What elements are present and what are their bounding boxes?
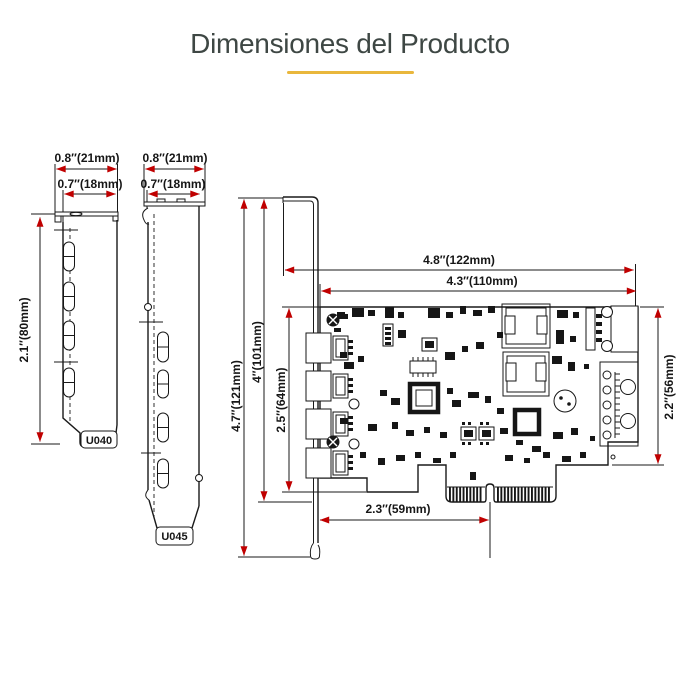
pcie-edge-connector bbox=[447, 486, 553, 502]
lp-bracket-model-label: U040 bbox=[86, 435, 112, 447]
dim-label-port-section-height: 2.5″(64mm) bbox=[274, 367, 288, 432]
lp-bracket-slots bbox=[63, 241, 75, 398]
dim-label-fh-width-outer: 0.8″(21mm) bbox=[142, 151, 207, 165]
screw-mark-top bbox=[326, 313, 348, 327]
dim-label-card-total-width: 4.8″(122mm) bbox=[423, 253, 495, 267]
page-title: Dimensiones del Producto bbox=[190, 28, 510, 59]
components bbox=[326, 303, 639, 480]
dim-label-total-height: 4″(101mm) bbox=[250, 321, 264, 383]
dim-label-right-edge-height: 2.2″(56mm) bbox=[662, 354, 676, 419]
card-figure: 4.8″(122mm) 4.3″(110mm) 4.7″(121mm) 4″(1… bbox=[229, 196, 676, 560]
top-right-header bbox=[585, 305, 639, 353]
usb-port-2 bbox=[305, 370, 353, 402]
fh-bracket-model-label: U045 bbox=[161, 531, 187, 543]
full-height-bracket-outline: U045 bbox=[139, 198, 206, 546]
title-block: Dimensiones del Producto bbox=[0, 28, 700, 74]
pin-header bbox=[382, 323, 394, 347]
low-profile-bracket-figure: 0.8″(21mm) 0.7″(18mm) 2.1″(80mm) bbox=[17, 151, 123, 449]
dim-label-edge-connector-offset: 2.3″(59mm) bbox=[365, 502, 430, 516]
crystal-oscillator bbox=[553, 389, 577, 413]
low-profile-bracket-outline: U040 bbox=[54, 211, 119, 449]
usb-port-4 bbox=[305, 447, 353, 479]
dim-label-bracket-height: 4.7″(121mm) bbox=[229, 360, 243, 432]
board-hole bbox=[348, 438, 360, 450]
board-hole bbox=[348, 398, 360, 410]
dim-label-card-board-width: 4.3″(110mm) bbox=[446, 274, 517, 288]
vrm-regulators bbox=[460, 422, 495, 445]
dim-label-lp-width-outer: 0.8″(21mm) bbox=[54, 151, 119, 165]
dim-label-fh-width-inner: 0.7″(18mm) bbox=[140, 177, 205, 191]
usb-ports bbox=[305, 328, 353, 479]
pcb-outline bbox=[319, 306, 639, 503]
framed-component bbox=[421, 337, 438, 352]
screw-mark-bottom bbox=[326, 435, 340, 449]
dim-label-lp-width-inner: 0.7″(18mm) bbox=[57, 177, 122, 191]
fh-bracket-slots bbox=[157, 331, 169, 489]
right-edge-connector bbox=[599, 361, 639, 447]
small-ic bbox=[409, 357, 437, 377]
module-top bbox=[501, 303, 551, 349]
secondary-chip bbox=[512, 407, 542, 437]
full-height-bracket-figure: 0.8″(21mm) 0.7″(18mm) bbox=[139, 151, 208, 546]
title-underline bbox=[286, 71, 414, 74]
smd-components bbox=[337, 306, 616, 480]
module-bottom bbox=[502, 351, 550, 397]
dim-label-lp-height: 2.1″(80mm) bbox=[17, 297, 31, 362]
main-controller-chip bbox=[407, 381, 441, 415]
